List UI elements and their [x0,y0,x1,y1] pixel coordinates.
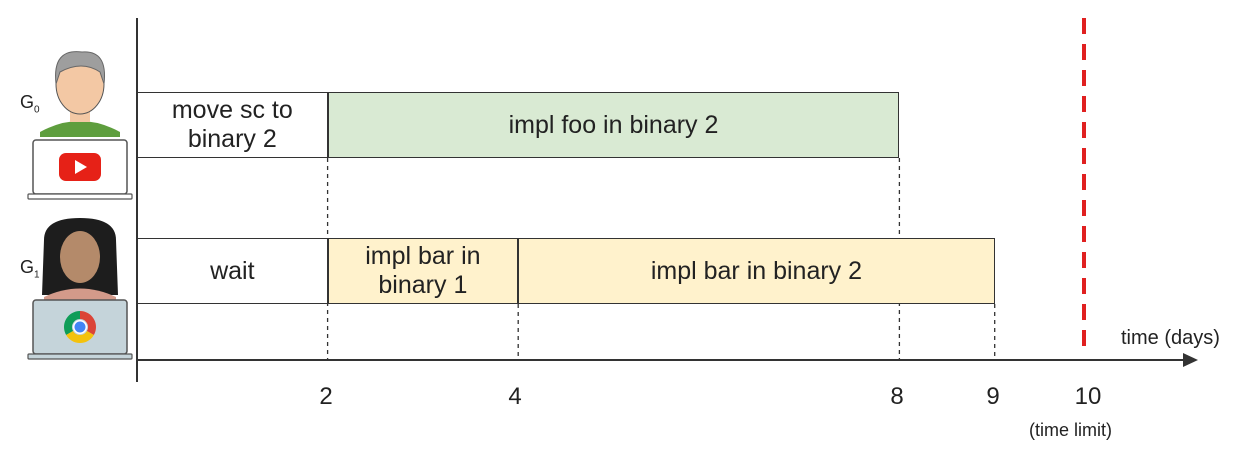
time-axis-label: time (days) [1121,327,1220,349]
tick-label-8: 8 [890,383,904,410]
user-avatar-g1 [42,218,118,300]
task-label-line: binary 2 [187,125,277,153]
youtube-icon [59,153,101,181]
task-label-line: impl bar in binary 2 [650,256,863,285]
laptop-g1 [27,299,133,360]
tick-label-10: 10 [1074,383,1102,410]
chrome-icon [63,311,97,344]
tick-label-4: 4 [508,383,522,410]
task-box: impl foo in binary 2 [327,92,900,158]
task-box: impl bar in binary 2 [518,238,995,304]
laptop-g0 [27,139,133,200]
tick-label-9: 9 [986,383,1000,410]
task-box: wait [137,238,328,304]
task-label-line: impl foo in binary 2 [508,110,719,139]
dashed-guides [326,158,996,360]
group-label-g0: G0 [20,92,40,116]
group-g1-subscript: 1 [34,269,40,281]
group-label-g1: G1 [20,257,40,281]
user-avatar-g0 [40,51,120,137]
task-label-line: impl bar in [365,242,481,271]
task-label: impl foo in binary 2 [509,111,719,140]
time-axis-arrowhead [1183,353,1198,367]
task-label: impl bar in binary 2 [651,257,862,286]
task-label: wait [210,257,254,286]
tick-label-2: 2 [319,383,333,410]
task-label-line: move sc to [171,96,293,125]
task-label-line: wait [210,256,255,285]
group-g0-letter: G [20,92,35,112]
group-g1-letter: G [20,257,35,277]
time-limit-note: (time limit) [1029,420,1112,440]
task-label-line: binary 1 [378,271,468,299]
group-g0-subscript: 0 [34,104,40,116]
